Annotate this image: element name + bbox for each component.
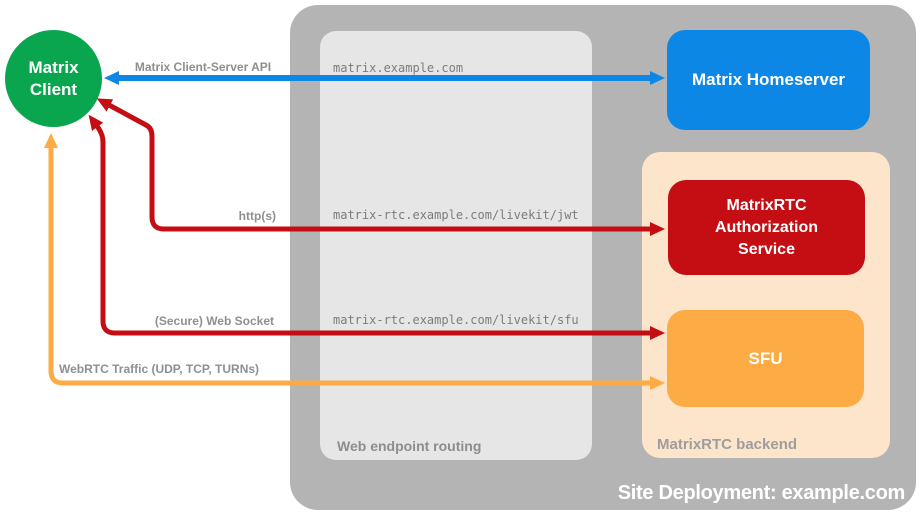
- http-label: http(s): [238, 209, 276, 223]
- endpoint-homeserver-url: matrix.example.com: [333, 61, 464, 75]
- web-endpoint-routing-caption: Web endpoint routing: [337, 438, 482, 454]
- websocket-label: (Secure) Web Socket: [154, 314, 274, 328]
- site-deployment-caption: Site Deployment: example.com: [617, 482, 906, 504]
- webrtc-traffic-label: WebRTC Traffic (UDP, TCP, TURNs): [59, 362, 260, 376]
- matrix-client-node: Matrix Client: [5, 30, 102, 127]
- endpoint-jwt-url: matrix-rtc.example.com/livekit/jwt: [333, 208, 579, 222]
- sfu-node: SFU: [667, 310, 864, 407]
- endpoint-sfu-url: matrix-rtc.example.com/livekit/sfu: [333, 313, 579, 327]
- matrixrtc-backend-caption: MatrixRTC backend: [657, 436, 798, 453]
- web-endpoint-routing-container: [320, 31, 592, 460]
- matrixrtc-auth-service-node: MatrixRTC Authorization Service: [668, 180, 865, 275]
- matrix-homeserver-node: Matrix Homeserver: [667, 30, 870, 130]
- client-server-api-label: Matrix Client-Server API: [134, 60, 272, 74]
